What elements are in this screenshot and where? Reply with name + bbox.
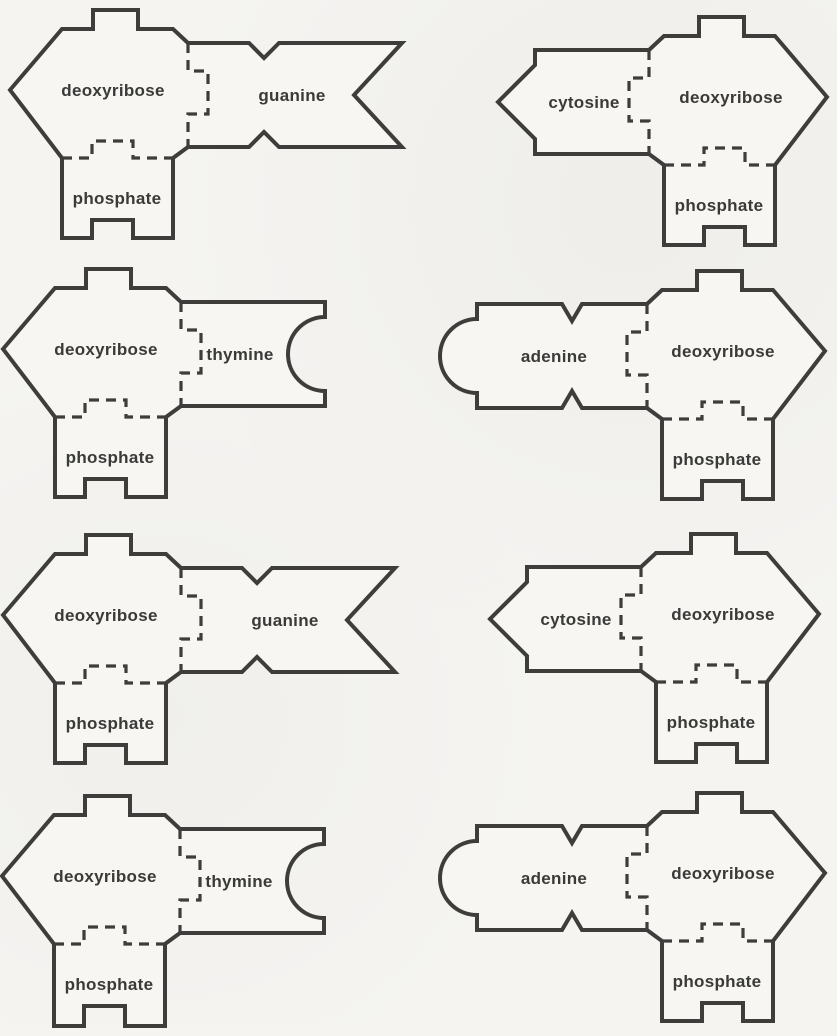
sugar-base-joint-dashed (179, 302, 203, 406)
base-label: thymine (205, 872, 272, 891)
base-label: guanine (258, 86, 325, 105)
sugar-phosphate-joint-dashed (55, 398, 166, 419)
phosphate-label: phosphate (673, 972, 762, 991)
sugar-label: deoxyribose (671, 605, 774, 624)
piece-outline-deoxyribose-guanine-phosphate (7, 8, 407, 240)
sugar-label: deoxyribose (61, 81, 164, 100)
piece-outline-adenine-deoxyribose-phosphate (438, 269, 828, 501)
base-label: thymine (206, 345, 273, 364)
sugar-phosphate-joint-dashed (664, 146, 775, 167)
nucleotide-unit-row2-left: deoxyribose thymine phosphate (0, 267, 327, 499)
sugar-phosphate-joint-dashed (62, 139, 173, 160)
nucleotide-unit-row4-left: deoxyribose thymine phosphate (0, 794, 326, 1028)
base-label: cytosine (548, 93, 619, 112)
phosphate-label: phosphate (667, 713, 756, 732)
sugar-base-joint-dashed (625, 826, 649, 930)
base-label: adenine (521, 347, 587, 366)
sugar-base-joint-dashed (627, 50, 651, 154)
sugar-phosphate-joint-dashed (54, 925, 165, 946)
phosphate-label: phosphate (66, 714, 155, 733)
nucleotide-unit-row1-left: deoxyribose guanine phosphate (7, 8, 407, 240)
nucleotide-unit-row1-right: cytosine deoxyribose phosphate (495, 15, 830, 247)
piece-outline-cytosine-deoxyribose-phosphate (487, 532, 822, 764)
sugar-phosphate-joint-dashed (656, 663, 767, 684)
sugar-label: deoxyribose (53, 867, 156, 886)
nucleotide-unit-row3-left: deoxyribose guanine phosphate (0, 533, 400, 765)
piece-outline-deoxyribose-guanine-phosphate (0, 533, 400, 765)
sugar-label: deoxyribose (54, 606, 157, 625)
sugar-base-joint-dashed (186, 43, 210, 147)
sugar-label: deoxyribose (671, 342, 774, 361)
base-label: cytosine (540, 610, 611, 629)
sugar-phosphate-joint-dashed (55, 664, 166, 685)
nucleotide-unit-row2-right: adenine deoxyribose phosphate (438, 269, 828, 501)
piece-outline-cytosine-deoxyribose-phosphate (495, 15, 830, 247)
piece-outline-deoxyribose-thymine-phosphate (0, 267, 327, 499)
sugar-base-joint-dashed (625, 304, 649, 408)
phosphate-label: phosphate (65, 975, 154, 994)
base-label: guanine (251, 611, 318, 630)
sugar-label: deoxyribose (54, 340, 157, 359)
phosphate-label: phosphate (66, 448, 155, 467)
sugar-label: deoxyribose (671, 864, 774, 883)
sugar-base-joint-dashed (178, 829, 202, 933)
sugar-base-joint-dashed (179, 568, 203, 672)
sugar-label: deoxyribose (679, 88, 782, 107)
nucleotide-unit-row4-right: adenine deoxyribose phosphate (438, 791, 828, 1023)
nucleotide-unit-row3-right: cytosine deoxyribose phosphate (487, 532, 822, 764)
sugar-phosphate-joint-dashed (662, 922, 773, 943)
base-label: adenine (521, 869, 587, 888)
phosphate-label: phosphate (675, 196, 764, 215)
sugar-base-joint-dashed (619, 567, 643, 671)
piece-outline-adenine-deoxyribose-phosphate (438, 791, 828, 1023)
sugar-phosphate-joint-dashed (662, 400, 773, 421)
phosphate-label: phosphate (673, 450, 762, 469)
phosphate-label: phosphate (73, 189, 162, 208)
piece-outline-deoxyribose-thymine-phosphate (0, 794, 326, 1028)
